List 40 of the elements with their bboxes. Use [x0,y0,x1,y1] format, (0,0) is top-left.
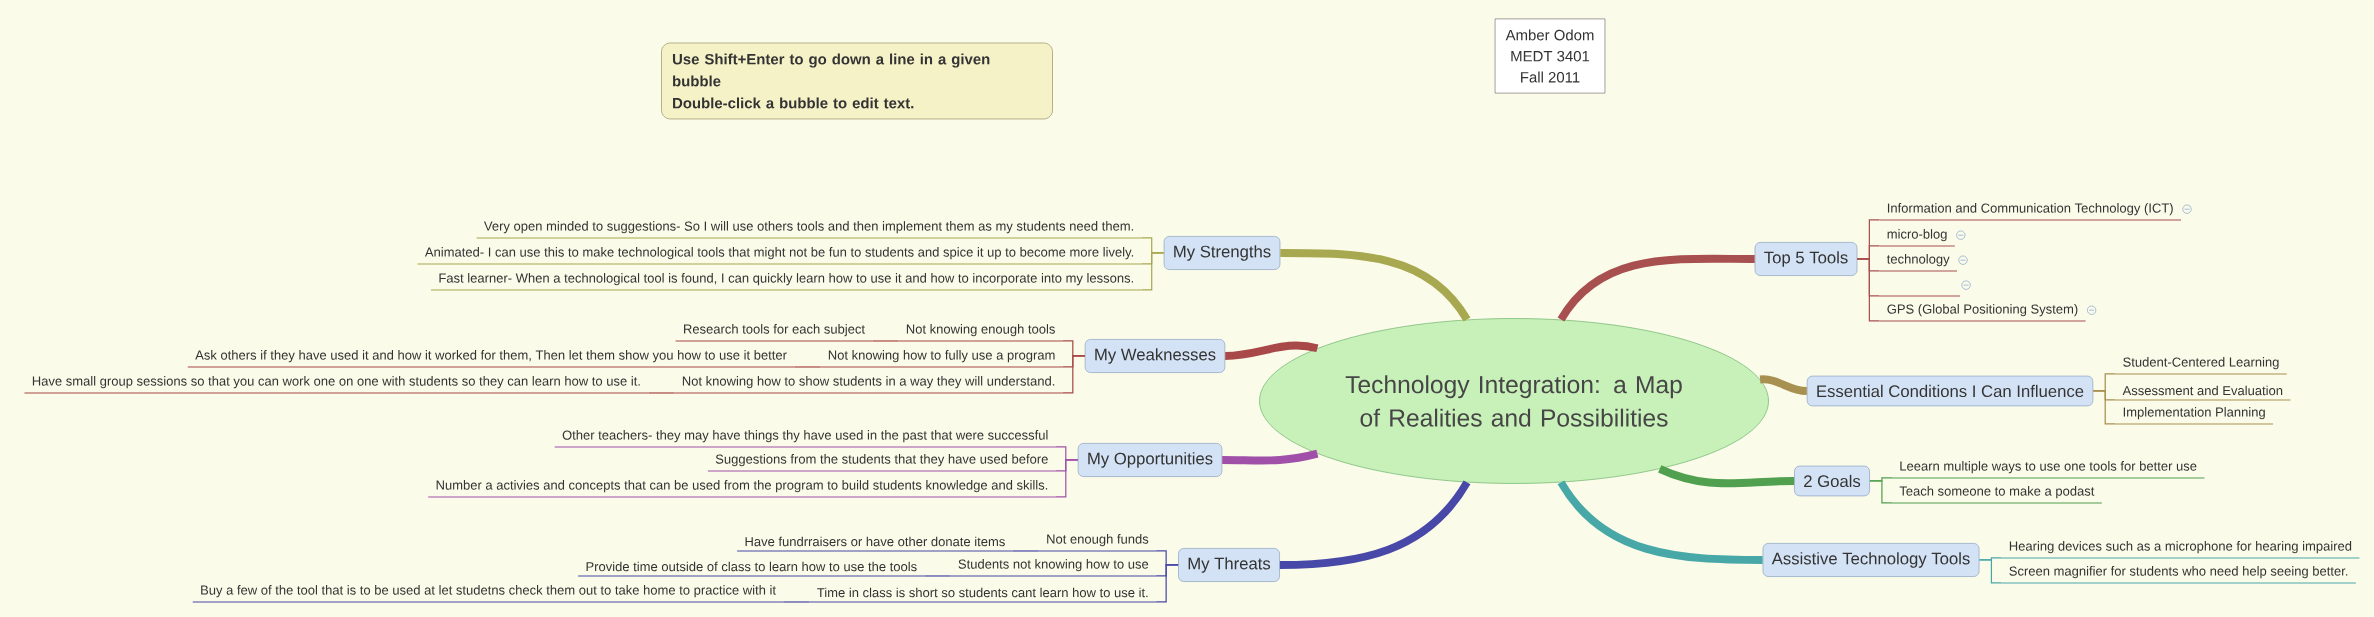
subtopic: Leearn multiple ways to use one tools for better use [1891,461,2205,479]
subtopic: Suggestions from the students that they have used before [707,454,1057,472]
subtopic: Not knowing enough tools [897,324,1064,342]
subtopic: Information and Communication Technology (ICT) [1878,203,2182,221]
topic-box: Essential Conditions I Can Influence [1806,375,2094,407]
subtopic: Students not knowing how to use [950,559,1157,577]
subtopic: Other teachers- they may have things thy have used in the past that were successful [554,430,1057,448]
subtopic: Provide time outside of class to learn how to use the tools [577,561,926,577]
subtopic: Time in class is short so students cant learn how to use it. [808,587,1157,603]
subtopic: Not enough funds [1038,534,1157,552]
subtopic: Not knowing how to fully use a program [819,350,1064,368]
subtopic: Assessment and Evaluation [2114,385,2291,401]
subtopic: Not knowing how to show students in a way they will understand. [673,376,1064,394]
subtopic: Animated- I can use this to make technological tools that might not be fun to students and spice it up to become more lively. [417,247,1143,265]
subtopic: Implementation Planning [2114,407,2274,425]
text-box: Amber Odom MEDT 3401 Fall 2011 [1494,18,1606,94]
topic-box: Assistive Technology Tools [1762,543,1980,577]
topic-box: My Weaknesses [1084,339,1226,373]
subtopic: Ask others if they have used it and how it worked for them, Then let them show you how to use it better [187,350,795,368]
central-topic: Technology Integration: a Map of Realities and Possibilities [1259,318,1769,484]
subtopic: micro-blog [1878,229,1956,247]
topic-box: 2 Goals [1794,465,1870,497]
subtopic: Fast learner- When a technological tool is found, I can quickly learn how to use it and how to incorporate into my lessons. [430,273,1143,291]
topic-box: My Strengths [1163,236,1281,270]
subtopic: technology [1878,254,1958,272]
subtopic: Screen magnifier for students who need help seeing better. [2000,566,2357,584]
topic-box: My Threats [1178,548,1280,582]
subtopic: Have fundrraisers or have other donate items [736,536,1014,552]
subtopic: Teach someone to make a podast [1891,486,2103,504]
subtopic: Buy a few of the tool that is to be used at let studetns check them out to take home to practice with it [192,585,784,603]
subtopic: GPS (Global Positioning System) [1878,304,2087,322]
topic-box: My Opportunities [1077,443,1223,477]
subtopic: Number a activies and concepts that can be used from the program to build students knowledge and skills. [427,480,1057,498]
subtopic: Have small group sessions so that you can work one on one with students so they can learn how to use it. [23,376,649,394]
subtopic: Student-Centered Learning [2114,357,2288,375]
subtopic: Research tools for each subject [675,324,873,342]
topic-box: Top 5 Tools [1754,242,1858,276]
note-box: Use Shift+Enter to go down a line in a given bubble Double-click a bubble to edit text. [661,42,1053,120]
subtopic: Very open minded to suggestions- So I will use others tools and then implement them as my students need them. [476,221,1143,239]
subtopic: Hearing devices such as a microphone for hearing impaired [2000,541,2360,559]
